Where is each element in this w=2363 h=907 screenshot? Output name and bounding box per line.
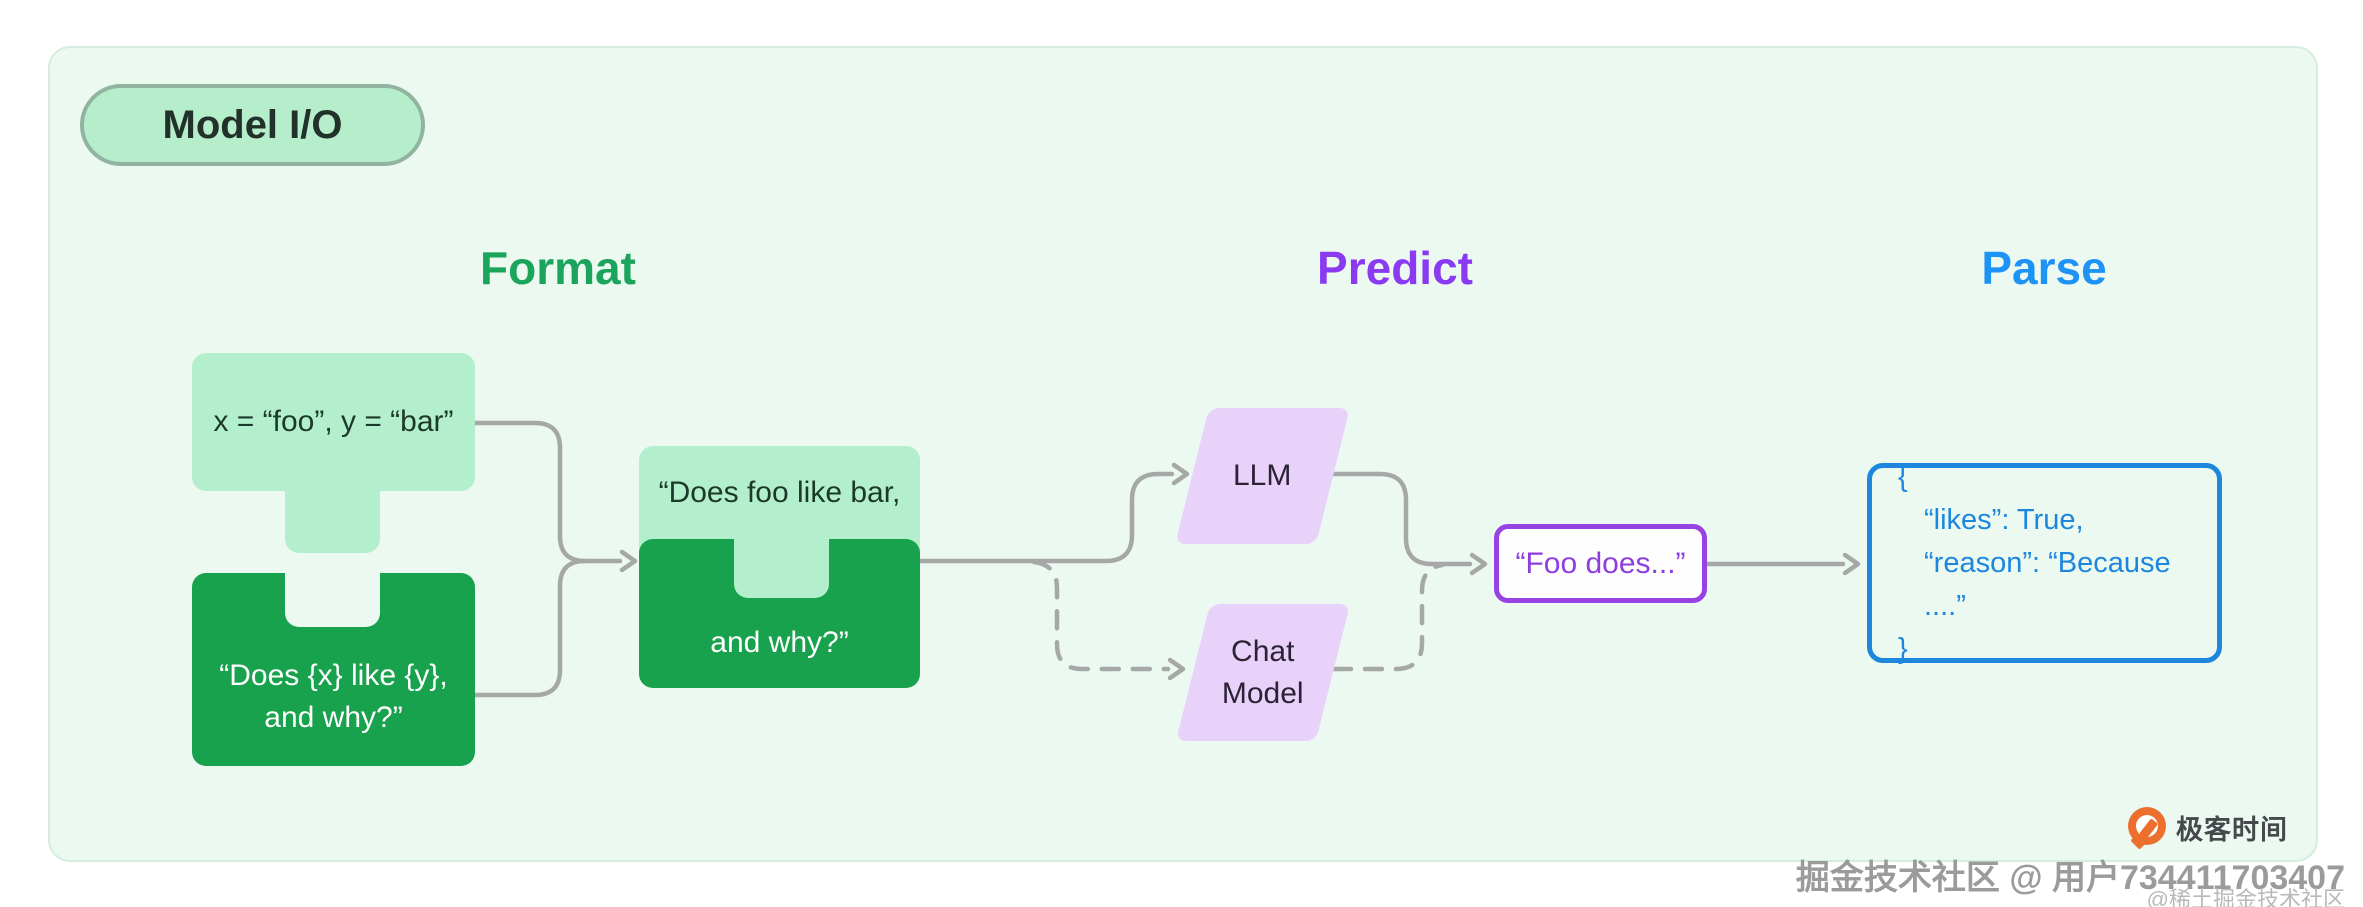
geektime-logo-icon — [2127, 806, 2167, 850]
chat-model-line2: Model — [1222, 676, 1304, 710]
arrowhead-into-output — [1469, 552, 1488, 576]
parsed-json-line4: } — [1898, 632, 1908, 665]
model-output-box: “Foo does...” — [1494, 524, 1707, 603]
wire-template-to-merge — [472, 558, 588, 698]
input-values-body: x = “foo”, y = “bar” — [192, 353, 475, 491]
prompt-template-block: “Does {x} like {y}, and why?” — [192, 573, 475, 766]
model-io-badge: Model I/O — [80, 84, 425, 166]
heading-parse: Parse — [1981, 242, 2107, 294]
formatted-prompt-bottom-text: and why?” — [710, 626, 849, 659]
parsed-json-line3: “reason”: “Because ....” — [1924, 546, 2171, 622]
chat-model-label: Chat Model — [1222, 631, 1304, 715]
geektime-branding: 极客时间 — [2127, 806, 2288, 850]
prompt-template-text: “Does {x} like {y}, and why?” — [192, 627, 475, 766]
wire-combined-to-chat — [1031, 559, 1171, 672]
connector-lines — [472, 420, 1861, 698]
geektime-logo-text: 极客时间 — [2176, 814, 2288, 845]
input-values-block: x = “foo”, y = “bar” — [192, 353, 475, 553]
parsed-json-line2: “likes”: True, — [1924, 503, 2084, 536]
parsed-json-box: { “likes”: True, “reason”: “Because ....… — [1867, 461, 2222, 665]
model-output-text: “Foo does...” — [1515, 546, 1686, 580]
arrowhead-into-llm — [1171, 462, 1190, 486]
wire-input-to-merge — [472, 420, 623, 564]
wire-chat-to-output — [1331, 562, 1445, 672]
watermark-community: @稀土掘金技术社区 — [2146, 887, 2345, 907]
chat-model-line1: Chat — [1231, 634, 1295, 668]
heading-format: Format — [480, 242, 636, 294]
parsed-json-line1: { — [1898, 460, 1908, 493]
model-io-panel: Model I/O Format Predict Parse x = “foo”… — [48, 46, 2318, 862]
formatted-prompt-top-text: “Does foo like bar, — [658, 475, 901, 509]
arrowhead-into-chat — [1167, 657, 1186, 681]
formatted-prompt-top — [639, 446, 920, 553]
formatted-prompt-puzzle-joint — [734, 539, 829, 598]
arrowhead-into-parse — [1842, 552, 1861, 576]
watermark-user: 掘金技术社区 @ 用户734411703407 — [1795, 859, 2345, 897]
arrowhead-into-combined — [619, 549, 638, 573]
heading-predict: Predict — [1317, 242, 1473, 294]
prompt-template-line2: and why?” — [264, 700, 403, 734]
wire-combined-to-llm — [917, 471, 1175, 564]
llm-label: LLM — [1233, 459, 1292, 492]
input-values-text: x = “foo”, y = “bar” — [213, 405, 454, 438]
model-io-badge-label: Model I/O — [162, 102, 343, 147]
input-values-puzzle-tab — [285, 491, 380, 553]
wire-llm-to-output — [1331, 471, 1473, 567]
prompt-template-line1: “Does {x} like {y}, — [219, 658, 448, 692]
formatted-prompt-block: “Does foo like bar, and why?” — [639, 446, 920, 688]
prompt-template-puzzle-notch — [285, 573, 380, 627]
